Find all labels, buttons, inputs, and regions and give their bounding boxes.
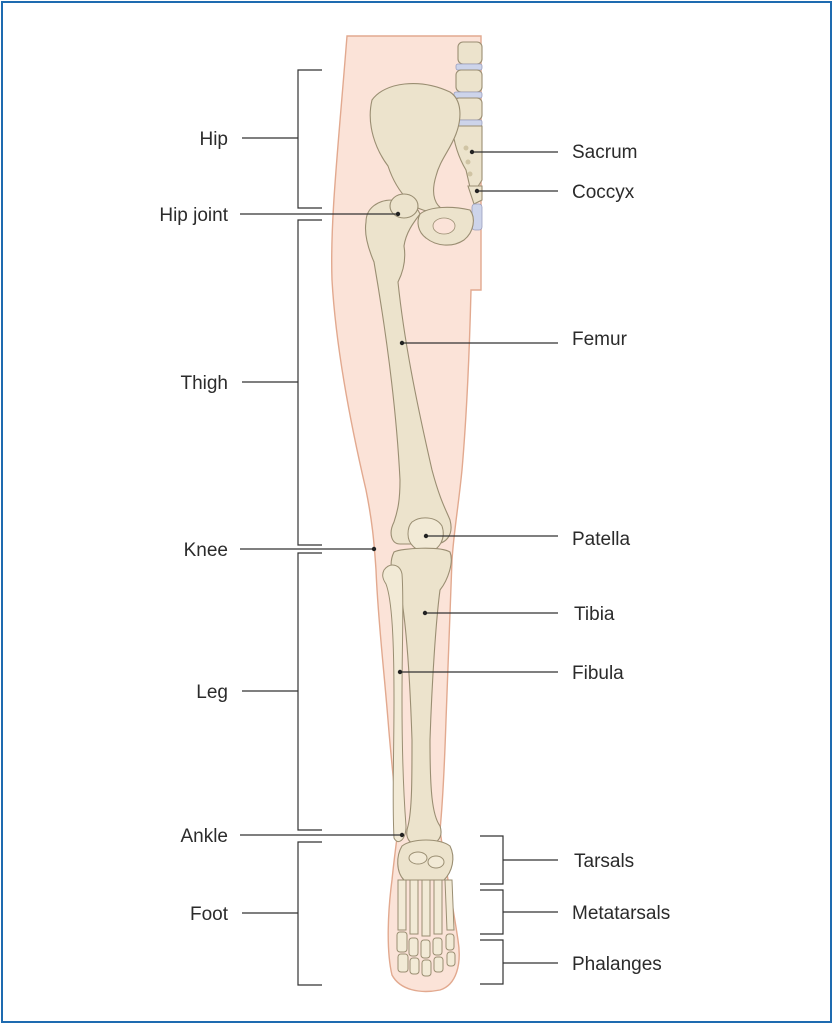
metatarsal-bones — [397, 879, 455, 937]
label-leg: Leg — [196, 682, 228, 703]
label-hip: Hip — [199, 129, 228, 150]
ilium-bone — [369, 83, 461, 213]
label-fibula: Fibula — [572, 663, 624, 684]
tarsals-bracket — [480, 835, 504, 885]
label-knee: Knee — [184, 540, 228, 561]
label-ankle: Ankle — [180, 826, 228, 847]
femoral-head — [389, 193, 419, 219]
label-metatarsals: Metatarsals — [572, 903, 670, 924]
phalanges-bracket — [480, 939, 504, 985]
metatarsals-bracket — [480, 889, 504, 935]
label-phalanges: Phalanges — [572, 954, 662, 975]
left-brackets — [242, 69, 322, 986]
label-foot: Foot — [190, 904, 229, 925]
hip-bracket — [297, 69, 322, 209]
leg-bracket — [297, 552, 322, 831]
label-femur: Femur — [572, 329, 628, 350]
right-brackets — [480, 835, 558, 985]
label-tibia: Tibia — [574, 604, 615, 625]
label-tarsals: Tarsals — [574, 851, 634, 872]
label-coccyx: Coccyx — [572, 182, 635, 203]
label-patella: Patella — [572, 529, 631, 550]
pelvis — [369, 83, 474, 246]
phalanx-bones — [396, 931, 456, 977]
label-hip-joint: Hip joint — [159, 205, 228, 226]
thigh-bracket — [297, 219, 322, 546]
femur-bone — [364, 199, 452, 545]
label-sacrum: Sacrum — [572, 142, 637, 163]
vertebral-column — [451, 41, 483, 231]
fibula-bone — [382, 564, 407, 842]
label-thigh: Thigh — [180, 373, 228, 394]
foot-bones — [396, 839, 456, 977]
foot-bracket — [297, 841, 322, 986]
